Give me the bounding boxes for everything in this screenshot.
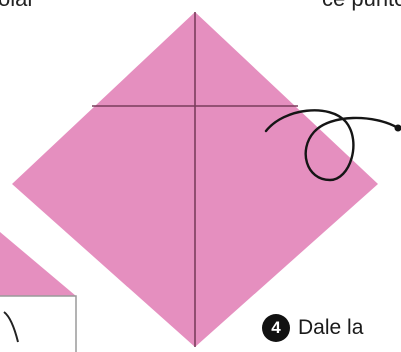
step-number-badge: 4 bbox=[262, 314, 290, 342]
previous-step-paper bbox=[0, 232, 76, 352]
step-caption: 4 Dale la bbox=[262, 311, 363, 345]
step-instruction-text: Dale la bbox=[298, 316, 363, 340]
top-left-caption-fragment: olar bbox=[0, 0, 35, 10]
top-right-caption-fragment: ce punto bbox=[322, 0, 401, 10]
